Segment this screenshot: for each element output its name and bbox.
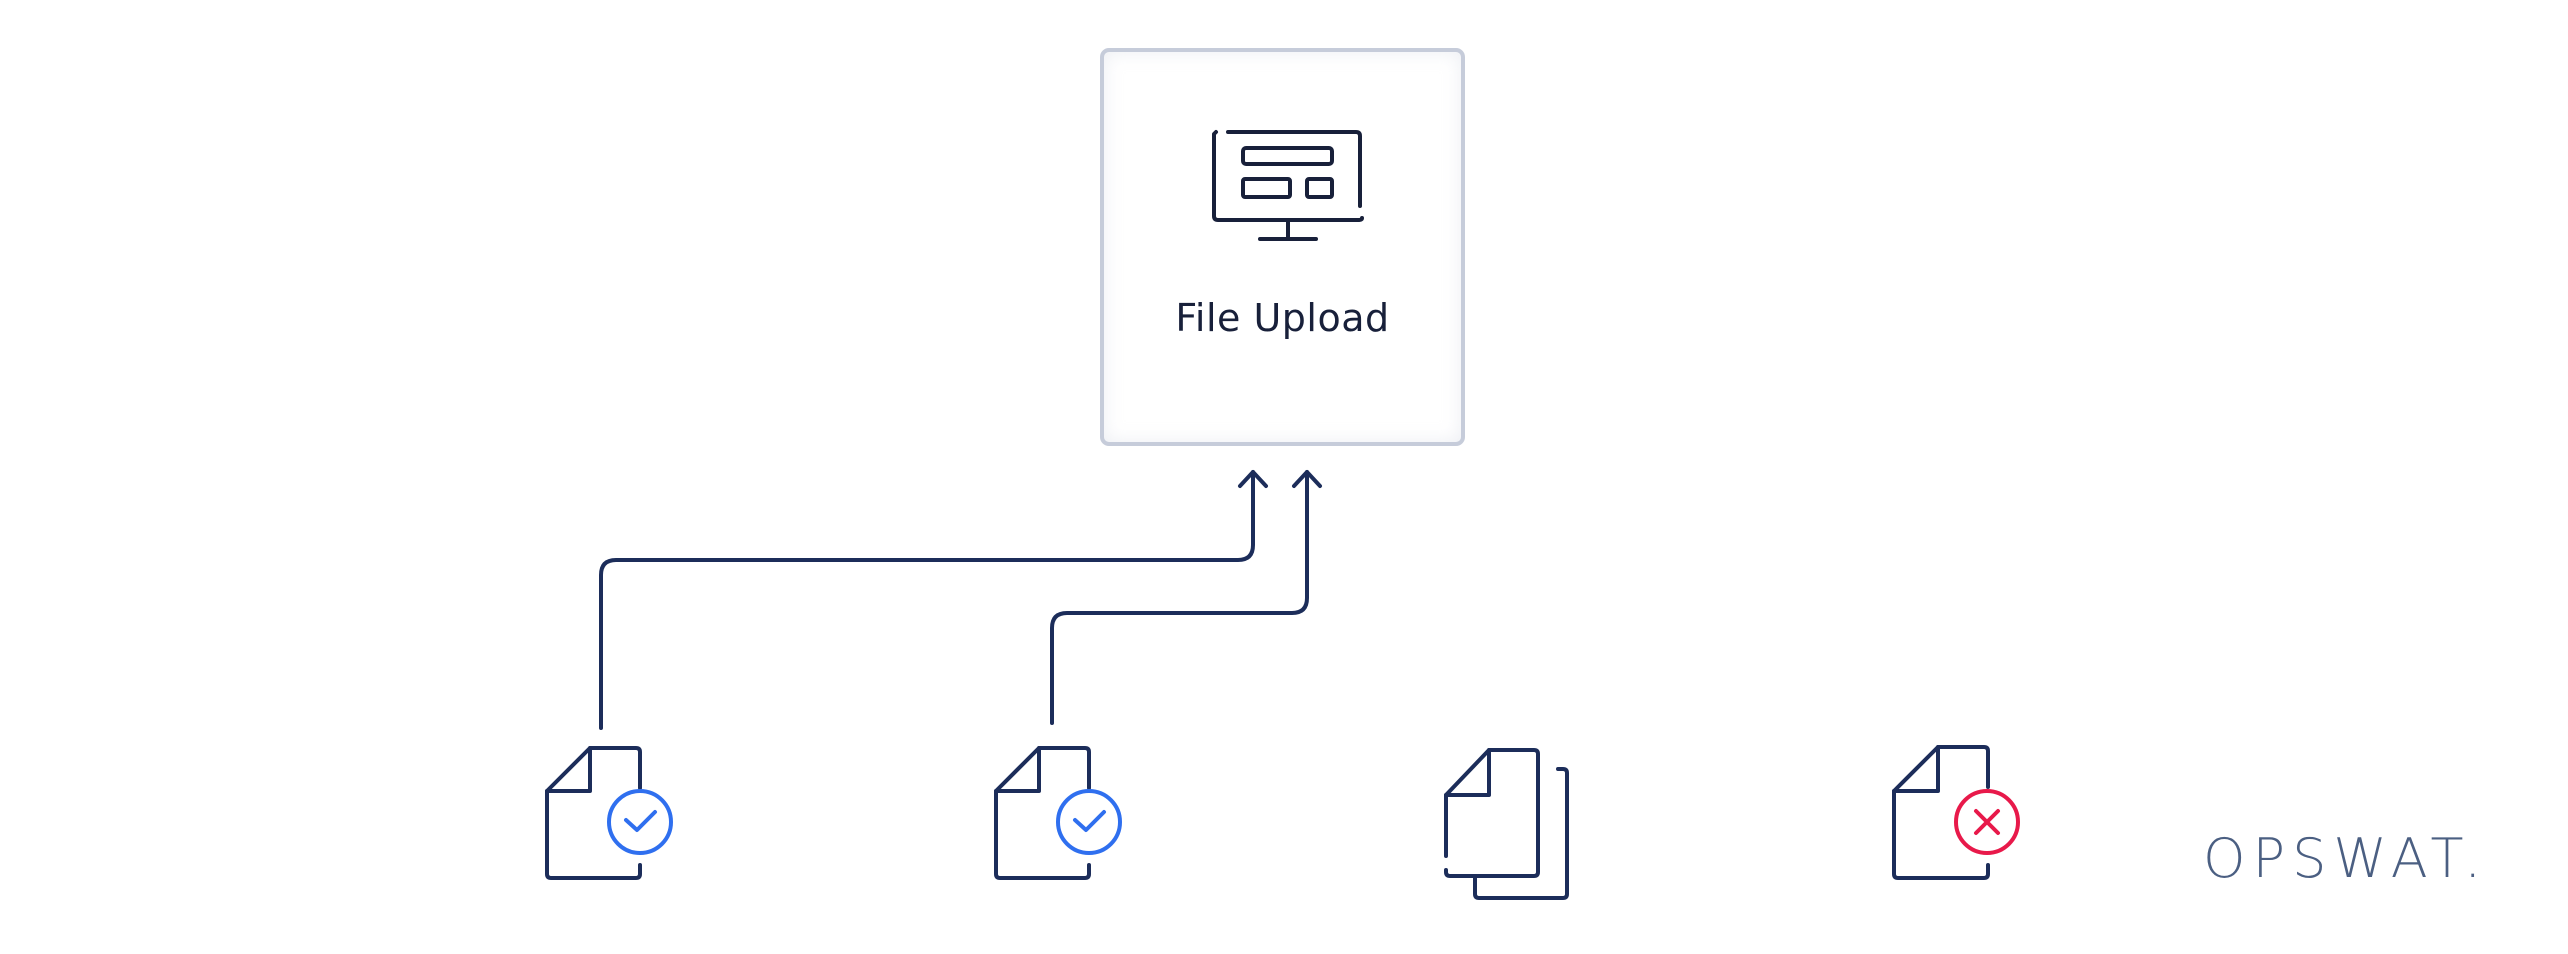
check-circle-icon: [607, 789, 673, 855]
file-3-documents-stack-icon[interactable]: [1444, 748, 1569, 900]
file-1-document-icon[interactable]: [545, 746, 673, 880]
connector-file-1: [599, 470, 1268, 730]
connector-file-2: [1050, 470, 1322, 725]
node-label: File Upload: [1175, 296, 1390, 340]
check-circle-icon: [1056, 789, 1122, 855]
file-4-document-icon[interactable]: [1892, 745, 2020, 880]
file-upload-node[interactable]: File Upload: [1100, 48, 1465, 446]
monitor-dashboard-icon: [1212, 130, 1364, 241]
arrow-head-icon: [1292, 470, 1322, 488]
file-2-document-icon[interactable]: [994, 746, 1122, 880]
arrow-head-icon: [1238, 470, 1268, 488]
opswat-logo: OPSWAT.: [2203, 827, 2489, 890]
x-circle-icon: [1954, 789, 2020, 855]
